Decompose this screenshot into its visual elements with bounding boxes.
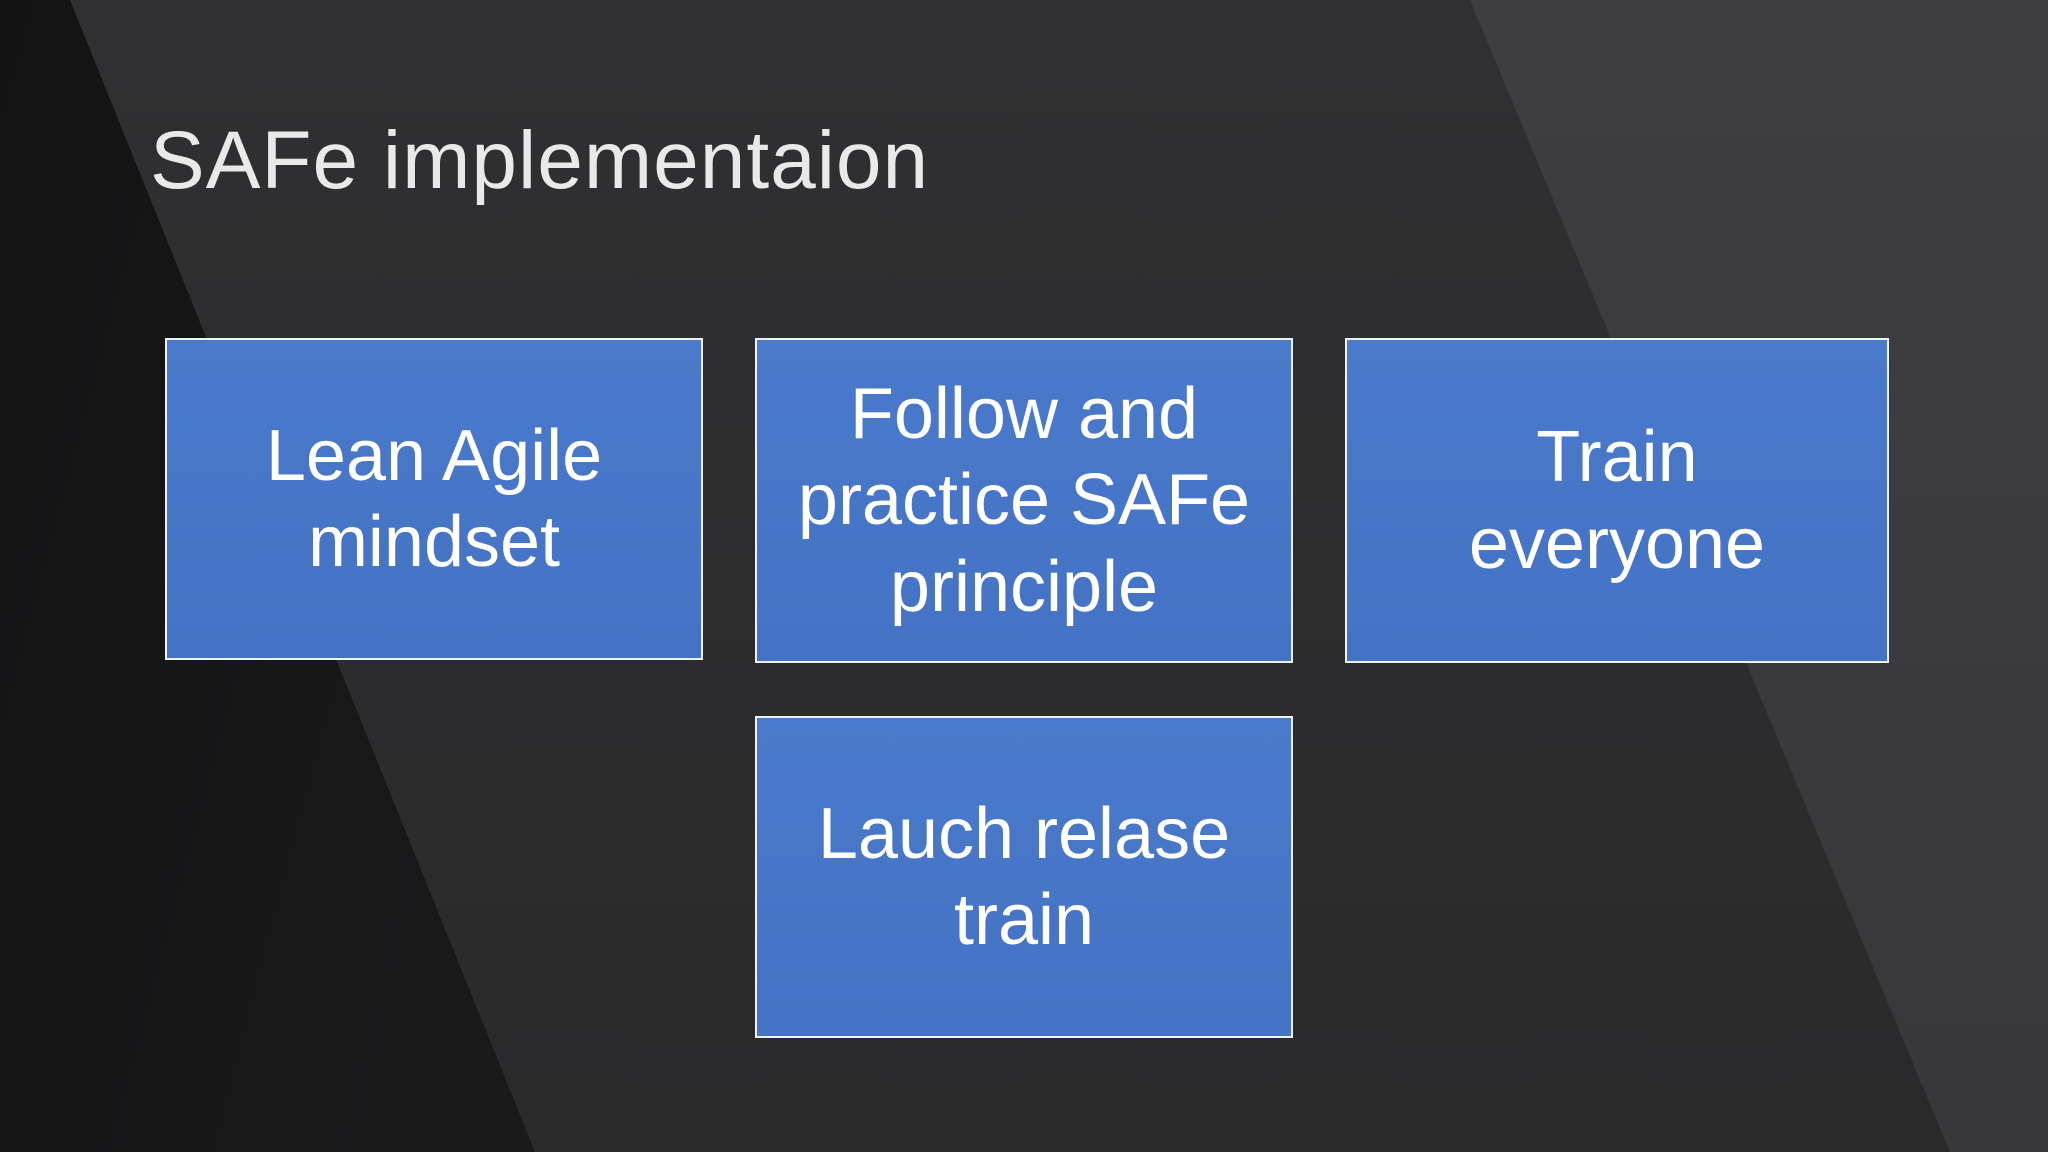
slide-title: SAFe implementaion	[150, 115, 930, 206]
shape-lauch-relase-train: Lauch relase train	[755, 716, 1293, 1038]
shape-lean-agile-mindset: Lean Agile mindset	[165, 338, 703, 660]
shape-label: Follow and practice SAFe principle	[797, 373, 1251, 627]
shape-train-everyone: Train everyone	[1345, 338, 1889, 663]
shape-label: Lean Agile mindset	[265, 415, 603, 582]
shape-label: Train everyone	[1468, 417, 1766, 584]
shape-follow-and-practice-safe-principle: Follow and practice SAFe principle	[755, 338, 1293, 663]
shape-label: Lauch relase train	[817, 793, 1231, 960]
